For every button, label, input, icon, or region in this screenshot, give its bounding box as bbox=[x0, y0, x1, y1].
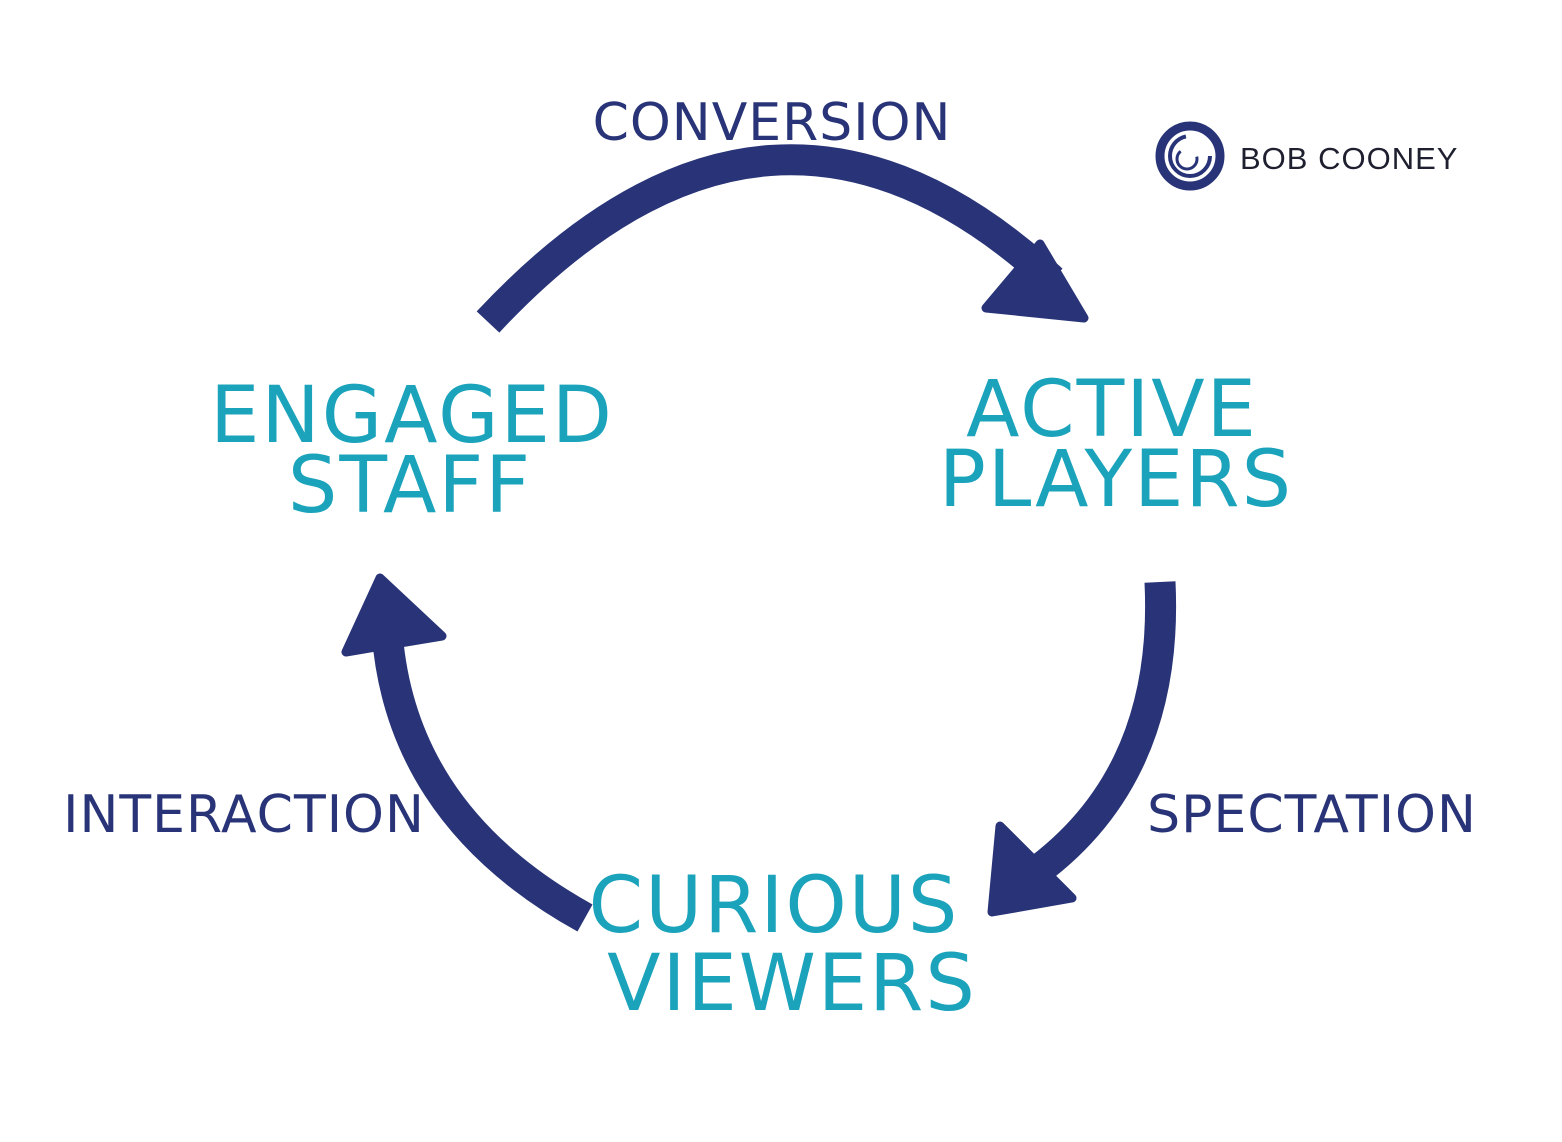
arrow-interaction-head bbox=[341, 573, 447, 657]
node-active-players-line2: PLAYERS bbox=[939, 435, 1293, 525]
node-curious-viewers-line2: VIEWERS bbox=[607, 939, 977, 1029]
brand-logo: BOB COONEY bbox=[1155, 121, 1458, 191]
arrow-conversion-arc bbox=[476, 144, 1063, 333]
arrow-spectation bbox=[987, 581, 1177, 917]
arrow-spectation-head bbox=[987, 821, 1077, 917]
node-active-players-line1: ACTIVE bbox=[966, 365, 1258, 455]
node-curious-viewers-line1: CURIOUS bbox=[589, 861, 960, 951]
edge-label-conversion: CONVERSION bbox=[593, 93, 952, 153]
node-engaged-staff-line1: ENGAGED bbox=[210, 371, 614, 461]
arrow-conversion bbox=[476, 144, 1089, 333]
node-engaged-staff-line2: STAFF bbox=[288, 441, 532, 531]
arrow-interaction bbox=[341, 573, 593, 932]
edge-label-spectation: SPECTATION bbox=[1147, 785, 1477, 845]
arrow-conversion-head bbox=[981, 239, 1089, 323]
arrow-interaction-arc bbox=[370, 609, 593, 932]
swirl-circle-icon bbox=[1155, 121, 1225, 191]
edge-label-interaction: INTERACTION bbox=[63, 785, 425, 845]
arrow-spectation-arc bbox=[1003, 581, 1177, 902]
brand-name: BOB COONEY bbox=[1240, 141, 1458, 176]
